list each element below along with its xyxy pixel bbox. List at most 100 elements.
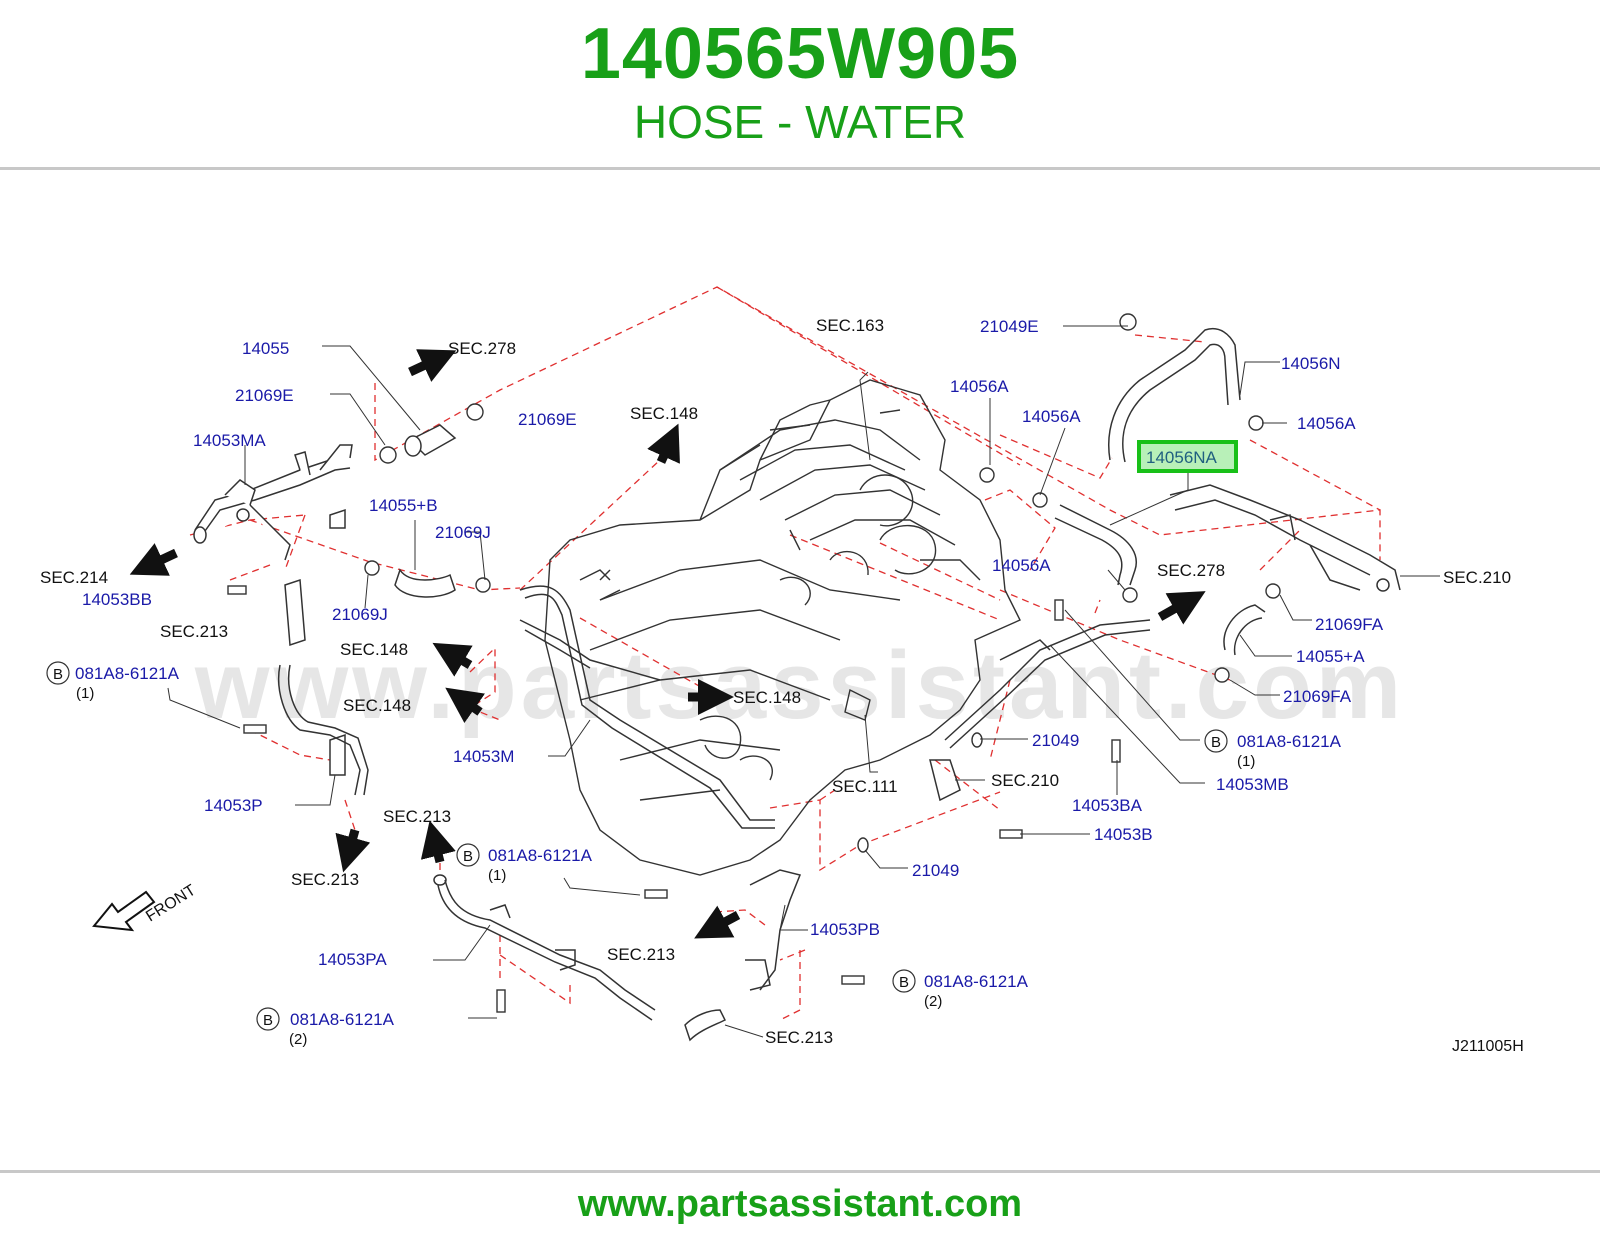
hose-14056NA (1054, 504, 1137, 586)
header-divider (0, 167, 1600, 170)
clamp-21069J-b (475, 577, 491, 593)
hose-14055A (1223, 604, 1266, 656)
bolt-callout-5: B 081A8-6121A (1) (1204, 729, 1342, 770)
bracket-14053PB (745, 869, 802, 991)
label-sec148-a: SEC.148 (630, 404, 698, 423)
bolt-callout-3: B 081A8-6121A (2) (256, 1007, 395, 1048)
label-sec111: SEC.111 (832, 777, 898, 796)
label-sec213-e: SEC.213 (765, 1028, 833, 1047)
label-14056A-d: 14056A (992, 556, 1051, 575)
part-description: HOSE - WATER (633, 96, 967, 148)
label-14055B: 14055+B (369, 496, 438, 515)
clamp-21069FA-a (1265, 583, 1281, 599)
bolt-14053BB (227, 585, 247, 595)
label-qty-3: (2) (289, 1031, 307, 1048)
label-21069E-a: 21069E (235, 386, 294, 405)
bolt-badge-b: B (263, 1012, 273, 1029)
arrow-sec213-b (420, 820, 456, 864)
footer-divider (0, 1170, 1600, 1173)
label-081A8-6121A-5: 081A8-6121A (1237, 732, 1342, 751)
label-14053PB: 14053PB (810, 920, 880, 939)
label-081A8-6121A-3: 081A8-6121A (290, 1010, 395, 1029)
bolt-081A8-c (496, 989, 506, 1013)
label-21069J-a: 21069J (435, 523, 491, 542)
label-sec213-a: SEC.213 (160, 622, 228, 641)
arrow-sec278-b (1157, 591, 1206, 625)
hose-14055 (404, 424, 457, 457)
clamp-21069J-a (364, 560, 380, 576)
clamp-14056A-d (1122, 587, 1138, 603)
pipe-14053PA (433, 874, 656, 1021)
bolt-14053BA (1111, 739, 1121, 763)
highlighted-part-14056NA[interactable]: 14056NA (1137, 440, 1238, 473)
label-14056A-b: 14056A (1022, 407, 1081, 426)
hose-14055B (394, 568, 456, 598)
oring-21049-a (971, 732, 983, 748)
label-14053P: 14053P (204, 796, 263, 815)
label-21049-a: 21049 (1032, 731, 1079, 750)
label-21069J-b: 21069J (332, 605, 388, 624)
label-14055: 14055 (242, 339, 289, 358)
clamp-14056A-a (1248, 415, 1264, 431)
label-sec210-a: SEC.210 (1443, 568, 1511, 587)
label-21049-b: 21049 (912, 861, 959, 880)
fitting-14053MA (193, 444, 353, 561)
hose-sec213-bottom (684, 1009, 727, 1042)
arrow-sec148-a (647, 423, 680, 464)
label-14053MA: 14053MA (193, 431, 266, 450)
bolt-081A8-d (841, 975, 865, 985)
label-081A8-6121A-4: 081A8-6121A (924, 972, 1029, 991)
clamps-and-bolts (227, 313, 1281, 1013)
bolt-081A8-e (1054, 599, 1064, 621)
front-arrow-icon (92, 890, 156, 932)
label-sec213-d: SEC.213 (607, 945, 675, 964)
label-14053M: 14053M (453, 747, 514, 766)
bolt-callout-1: B 081A8-6121A (1) (46, 661, 180, 702)
hose-drawings (193, 328, 1401, 1042)
label-sec148-b: SEC.148 (340, 640, 408, 659)
label-leader-lines (167, 325, 1440, 1038)
label-qty-5: (1) (1237, 753, 1255, 770)
label-sec213-b: SEC.213 (383, 807, 451, 826)
front-indicator: FRONT (92, 882, 199, 932)
pipe-14053M (519, 569, 775, 829)
label-sec163: SEC.163 (816, 316, 884, 335)
footer-url-link[interactable]: www.partsassistant.com (577, 1183, 1023, 1225)
bolt-callout-2: B 081A8-6121A (1) (456, 843, 593, 884)
label-14053PA: 14053PA (318, 950, 387, 969)
clamp-21069FA-b (1214, 667, 1230, 683)
arrow-sec214 (129, 543, 178, 576)
label-14053BA: 14053BA (1072, 796, 1143, 815)
hose-14056N (1108, 328, 1241, 463)
oring-21049-b (857, 837, 869, 853)
label-sec148-c: SEC.148 (343, 696, 411, 715)
bolt-badge-b: B (1211, 734, 1221, 751)
bolt-081A8-a (243, 724, 267, 734)
arrow-sec278-a (408, 349, 457, 382)
label-081A8-6121A-1: 081A8-6121A (75, 664, 180, 683)
label-14053B: 14053B (1094, 825, 1153, 844)
label-14053BB: 14053BB (82, 590, 152, 609)
bolt-badge-b: B (899, 974, 909, 991)
page-header: 140565W905 HOSE - WATER (0, 0, 1600, 168)
bolt-14053B (999, 829, 1023, 839)
label-sec148-d: SEC.148 (733, 688, 801, 707)
arrow-sec213-c (694, 905, 741, 939)
label-qty-4: (2) (924, 993, 942, 1010)
label-sec210-b: SEC.210 (991, 771, 1059, 790)
arrow-sec148-b (432, 642, 473, 677)
label-081A8-6121A-2: 081A8-6121A (488, 846, 593, 865)
clamp-21069E-a (379, 446, 397, 464)
label-14056N: 14056N (1281, 354, 1341, 373)
label-21069E-b: 21069E (518, 410, 577, 429)
clamp-14056A-c (1032, 492, 1048, 508)
clamp-21069E-b (466, 403, 484, 421)
label-21049E: 21049E (980, 317, 1039, 336)
label-qty-1: (1) (76, 685, 94, 702)
bolt-081A8-b (644, 889, 668, 899)
manifold-sec210 (1169, 484, 1401, 592)
label-14055A: 14055+A (1296, 647, 1365, 666)
label-14056NA: 14056NA (1146, 448, 1218, 467)
engine-block-drawing (544, 379, 1021, 876)
dashed-leader-lines (189, 286, 1381, 1021)
